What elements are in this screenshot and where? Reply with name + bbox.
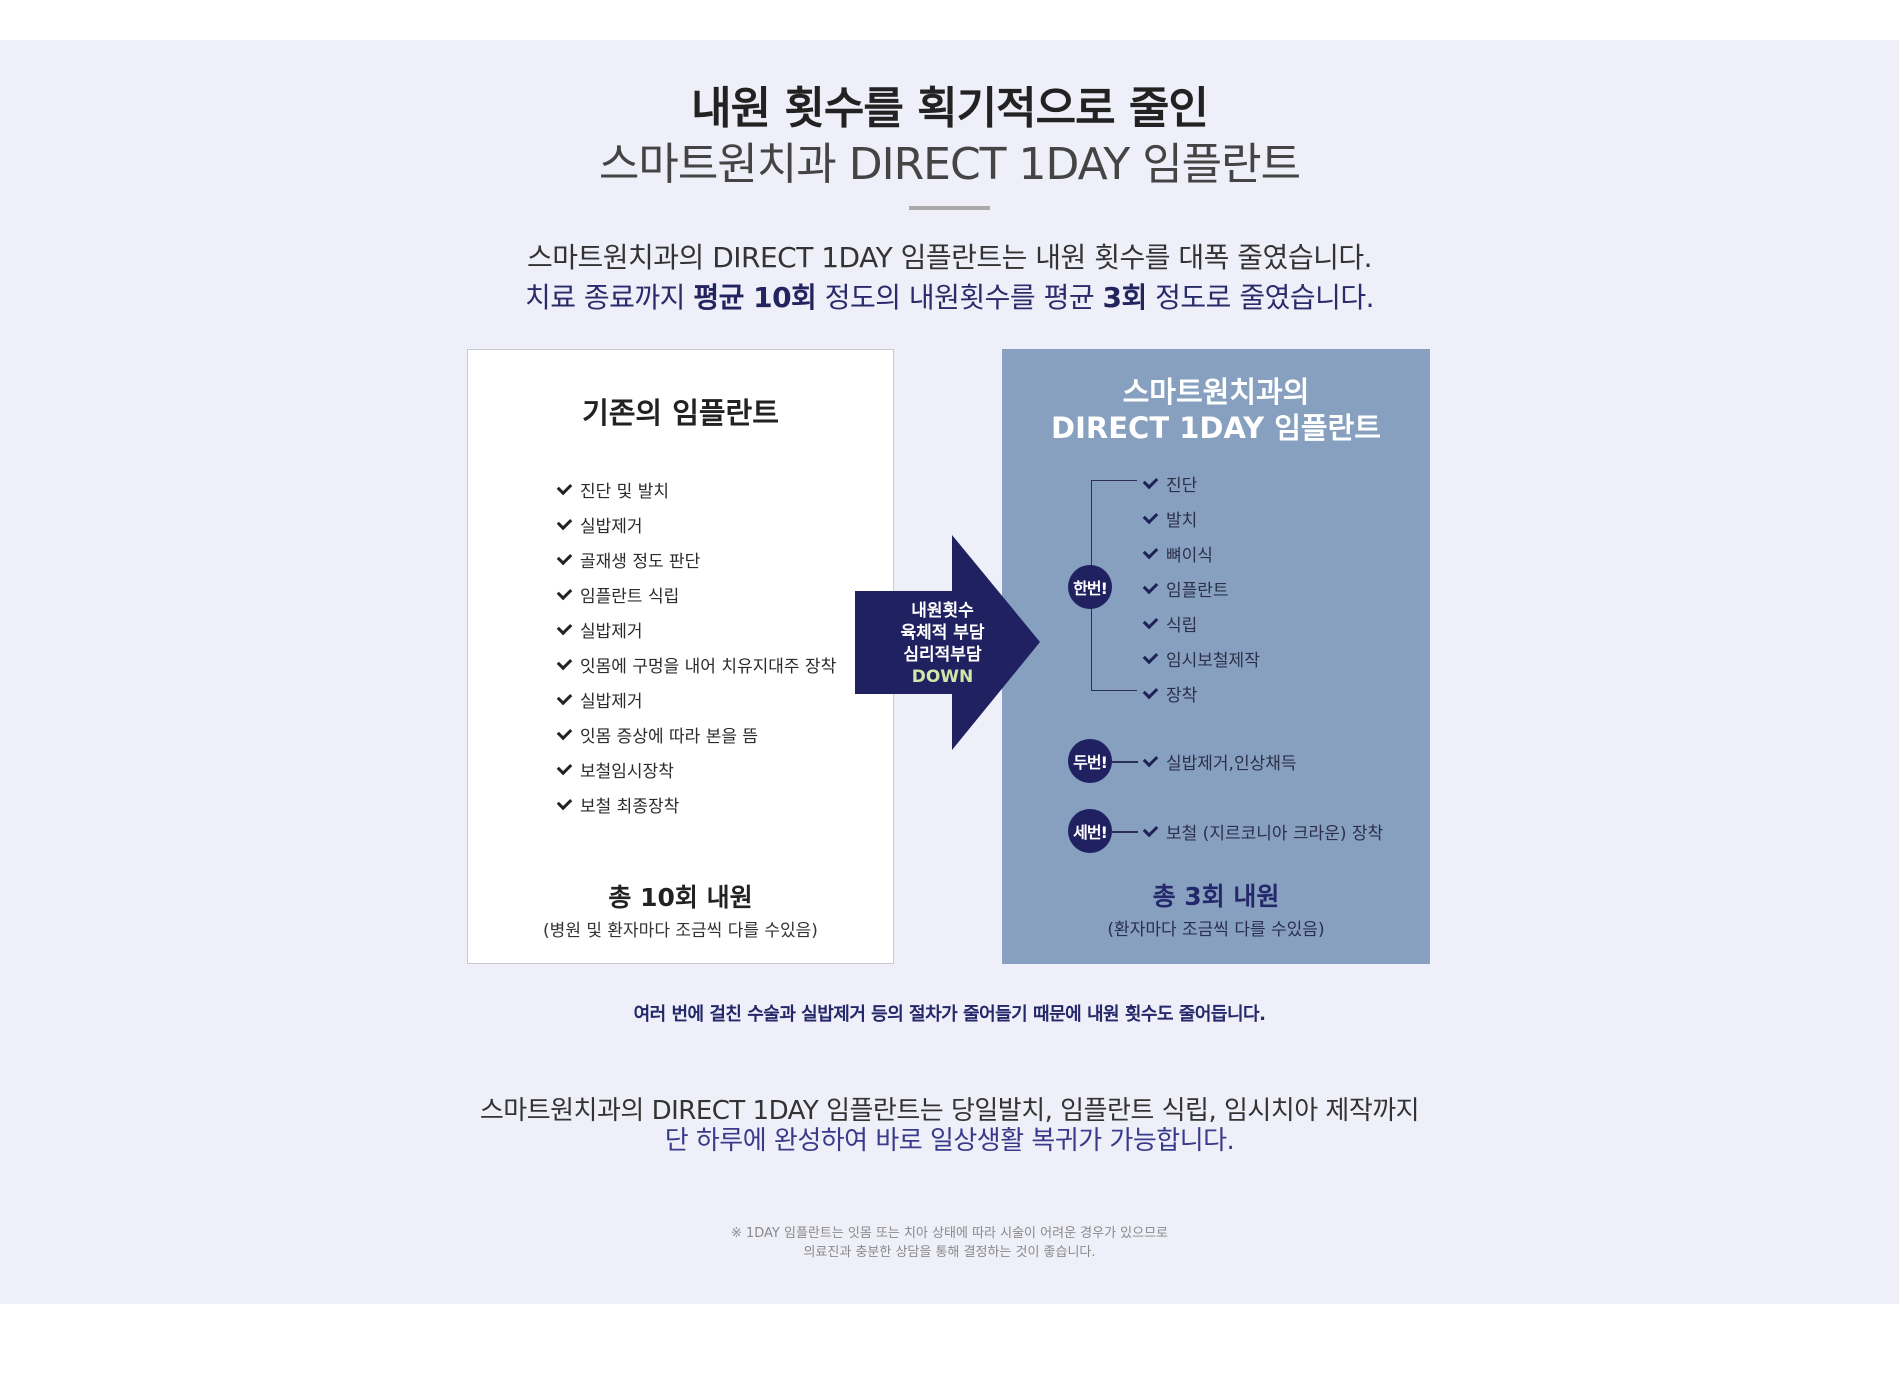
direct-1day-total-visits: 총 3회 내원 — [1152, 882, 1280, 911]
direct-1day-note: (환자마다 조금씩 다를 수있음) — [1107, 920, 1325, 940]
reduction-arrow: 내원횟수 육체적 부담 심리적부담 DOWN — [855, 535, 1040, 750]
intro-line-1: 스마트원치과의 DIRECT 1DAY 임플란트는 내원 횟수를 대폭 줄였습니… — [526, 241, 1373, 274]
arrow-right-icon — [855, 535, 1040, 750]
list-item: 임플란트 — [1142, 571, 1260, 606]
list-item: 임플란트 식립 — [556, 577, 836, 612]
intro-highlight-average-10: 평균 10회 — [693, 281, 817, 314]
first-visit-badge: 한번! — [1068, 565, 1112, 609]
page-title: 내원 횟수를 획기적으로 줄인 — [691, 83, 1209, 134]
check-icon — [556, 689, 573, 705]
arrow-label-down: DOWN — [911, 667, 974, 687]
list-item: 보철 (지르코니아 크라운) 장착 — [1142, 814, 1384, 849]
disclaimer-line-1: ※ 1DAY 임플란트는 잇몸 또는 치아 상태에 따라 시술이 어려운 경우가… — [730, 1226, 1169, 1241]
closing-line-1: 스마트원치과의 DIRECT 1DAY 임플란트는 당일발치, 임플란트 식립,… — [479, 1096, 1420, 1126]
step-label: 보철임시장착 — [580, 762, 674, 782]
step-label: 잇몸에 구멍을 내어 치유지대주 장착 — [580, 657, 837, 677]
intro-highlight-3: 3회 — [1102, 281, 1148, 314]
check-icon — [556, 549, 573, 565]
list-item: 실밥제거 — [556, 612, 836, 647]
check-icon — [556, 619, 573, 635]
step-label: 임플란트 식립 — [580, 587, 680, 607]
disclaimer-line-2: 의료진과 충분한 상담을 통해 결정하는 것이 좋습니다. — [803, 1245, 1096, 1260]
intro-text: 정도로 줄였습니다. — [1146, 281, 1375, 314]
check-icon — [1142, 578, 1159, 594]
step-label: 진단 및 발치 — [580, 482, 670, 502]
check-icon — [556, 654, 573, 670]
third-visit-connector — [1112, 831, 1138, 833]
check-icon — [556, 514, 573, 530]
step-label: 보철 (지르코니아 크라운) 장착 — [1166, 824, 1384, 844]
list-item: 잇몸에 구멍을 내어 치유지대주 장착 — [556, 647, 837, 682]
list-item: 보철 최종장착 — [556, 787, 836, 822]
direct-1day-title-line-2: DIRECT 1DAY 임플란트 — [1051, 411, 1381, 445]
arrow-label: 내원횟수 육체적 부담 심리적부담 DOWN — [855, 600, 1030, 688]
step-label: 골재생 정도 판단 — [580, 552, 701, 572]
check-icon — [556, 794, 573, 810]
step-label: 식립 — [1166, 616, 1198, 636]
arrow-label-psychological: 심리적부담 — [903, 645, 982, 665]
second-visit-badge: 두번! — [1068, 739, 1112, 783]
list-item: 골재생 정도 판단 — [556, 542, 836, 577]
check-icon — [1142, 473, 1159, 489]
conventional-implant-box: 기존의 임플란트 진단 및 발치 실밥제거 골재생 정도 판단 임플란트 식립 … — [467, 349, 894, 964]
step-label: 임플란트 — [1166, 581, 1229, 601]
list-item: 진단 — [1142, 466, 1260, 501]
list-item: 뼈이식 — [1142, 536, 1260, 571]
list-item: 장착 — [1142, 676, 1260, 711]
step-label: 발치 — [1166, 511, 1198, 531]
third-visit-step-list: 보철 (지르코니아 크라운) 장착 — [1142, 814, 1384, 849]
step-label: 뼈이식 — [1166, 546, 1213, 566]
check-icon — [1142, 543, 1159, 559]
check-icon — [556, 759, 573, 775]
direct-1day-title-line-1: 스마트원치과의 — [1122, 375, 1310, 409]
check-icon — [1142, 613, 1159, 629]
conventional-total-visits: 총 10회 내원 — [608, 883, 753, 912]
direct-1day-box: 스마트원치과의 DIRECT 1DAY 임플란트 한번! 진단 발치 뼈이식 임… — [1002, 349, 1430, 964]
step-label: 잇몸 증상에 따라 본을 뜸 — [580, 727, 759, 747]
page-subtitle: 스마트원치과 DIRECT 1DAY 임플란트 — [598, 139, 1301, 190]
list-item: 실밥제거 — [556, 682, 836, 717]
closing-line-2: 단 하루에 완성하여 바로 일상생활 복귀가 가능합니다. — [664, 1126, 1235, 1156]
check-icon — [1142, 751, 1159, 767]
step-label: 실밥제거 — [580, 622, 643, 642]
step-label: 보철 최종장착 — [580, 797, 680, 817]
conventional-step-list: 진단 및 발치 실밥제거 골재생 정도 판단 임플란트 식립 실밥제거 잇몸에 … — [556, 472, 837, 822]
conventional-implant-title: 기존의 임플란트 — [582, 396, 779, 430]
list-item: 임시보철제작 — [1142, 641, 1260, 676]
check-icon — [1142, 508, 1159, 524]
check-icon — [556, 479, 573, 495]
step-label: 장착 — [1166, 686, 1198, 706]
step-label: 실밥제거 — [580, 692, 643, 712]
title-divider — [909, 206, 990, 210]
check-icon — [556, 724, 573, 740]
check-icon — [1142, 648, 1159, 664]
check-icon — [556, 584, 573, 600]
intro-text: 정도의 내원횟수를 평균 — [816, 281, 1103, 314]
second-visit-connector — [1112, 761, 1138, 763]
list-item: 실밥제거 — [556, 507, 836, 542]
conventional-note: (병원 및 환자마다 조금씩 다를 수있음) — [543, 921, 818, 941]
step-label: 임시보철제작 — [1166, 651, 1260, 671]
list-item: 실밥제거,인상채득 — [1142, 744, 1297, 779]
step-label: 실밥제거 — [580, 517, 643, 537]
arrow-label-physical: 육체적 부담 — [900, 623, 985, 643]
step-label: 진단 — [1166, 476, 1198, 496]
list-item: 보철임시장착 — [556, 752, 836, 787]
arrow-label-visits: 내원횟수 — [911, 601, 974, 621]
intro-line-2: 치료 종료까지 평균 10회 정도의 내원횟수를 평균 3회 정도로 줄였습니다… — [0, 276, 1899, 316]
check-icon — [1142, 821, 1159, 837]
third-visit-badge: 세번! — [1068, 809, 1112, 853]
step-label: 실밥제거,인상채득 — [1166, 754, 1297, 774]
comparison-caption: 여러 번에 걸친 수술과 실밥제거 등의 절차가 줄어들기 때문에 내원 횟수도… — [633, 1004, 1266, 1025]
list-item: 발치 — [1142, 501, 1260, 536]
check-icon — [1142, 683, 1159, 699]
first-visit-step-list: 진단 발치 뼈이식 임플란트 식립 임시보철제작 장착 — [1142, 466, 1260, 711]
list-item: 진단 및 발치 — [556, 472, 836, 507]
list-item: 식립 — [1142, 606, 1260, 641]
list-item: 잇몸 증상에 따라 본을 뜸 — [556, 717, 836, 752]
intro-text: 치료 종료까지 — [524, 281, 694, 314]
second-visit-step-list: 실밥제거,인상채득 — [1142, 744, 1297, 779]
